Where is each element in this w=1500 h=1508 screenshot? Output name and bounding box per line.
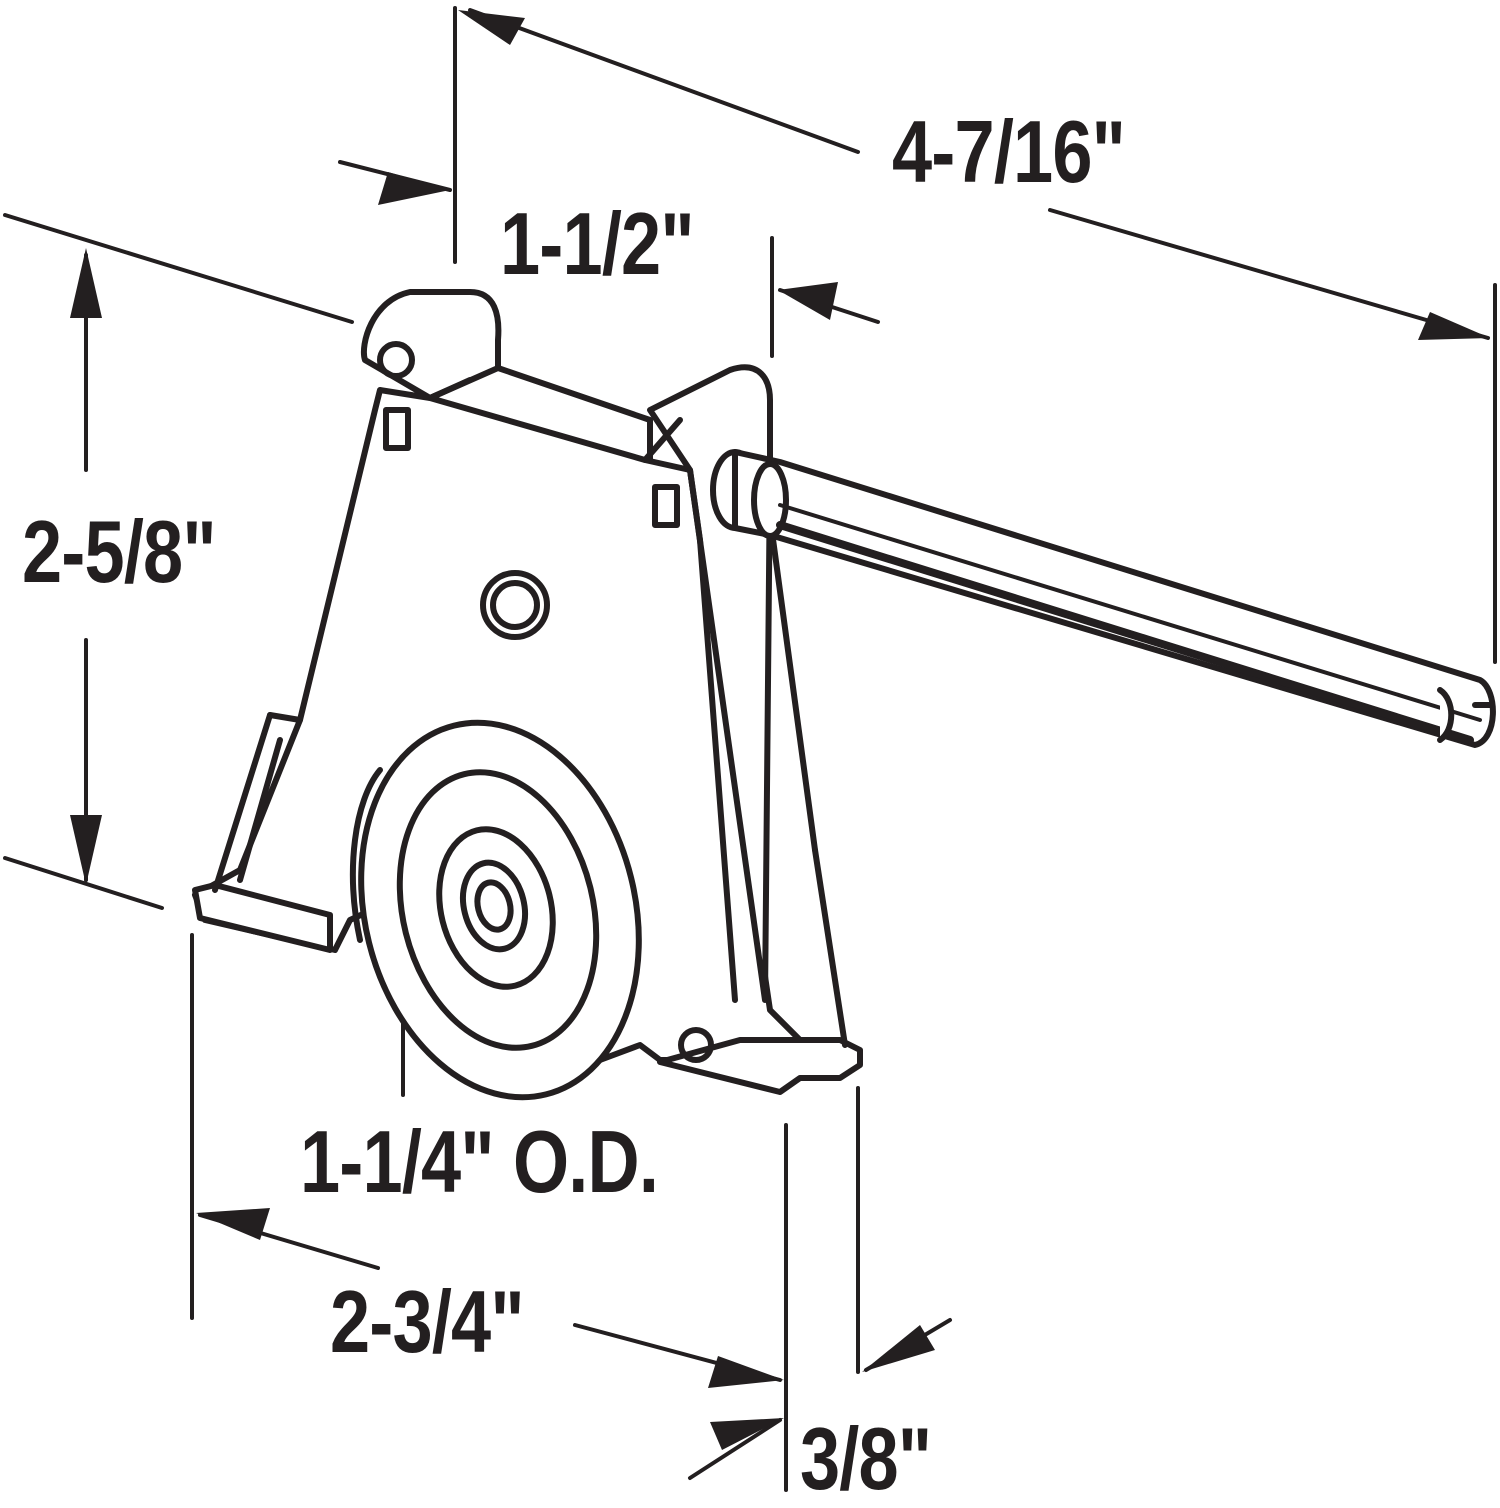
dimension-wheel-diameter: 1-1/4" O.D. bbox=[300, 1112, 659, 1211]
dimension-base-length: 2-3/4" bbox=[330, 1272, 525, 1371]
wheel bbox=[350, 719, 642, 1101]
dimension-base-width: 3/8" bbox=[800, 1409, 932, 1508]
arrowheads bbox=[70, 10, 1490, 1450]
dimension-height: 2-5/8" bbox=[22, 502, 217, 601]
adjusting-rod bbox=[710, 449, 1496, 748]
dimension-overall-length: 4-7/16" bbox=[892, 102, 1126, 201]
dimension-top-width: 1-1/2" bbox=[500, 194, 695, 293]
housing-details bbox=[212, 341, 848, 1063]
